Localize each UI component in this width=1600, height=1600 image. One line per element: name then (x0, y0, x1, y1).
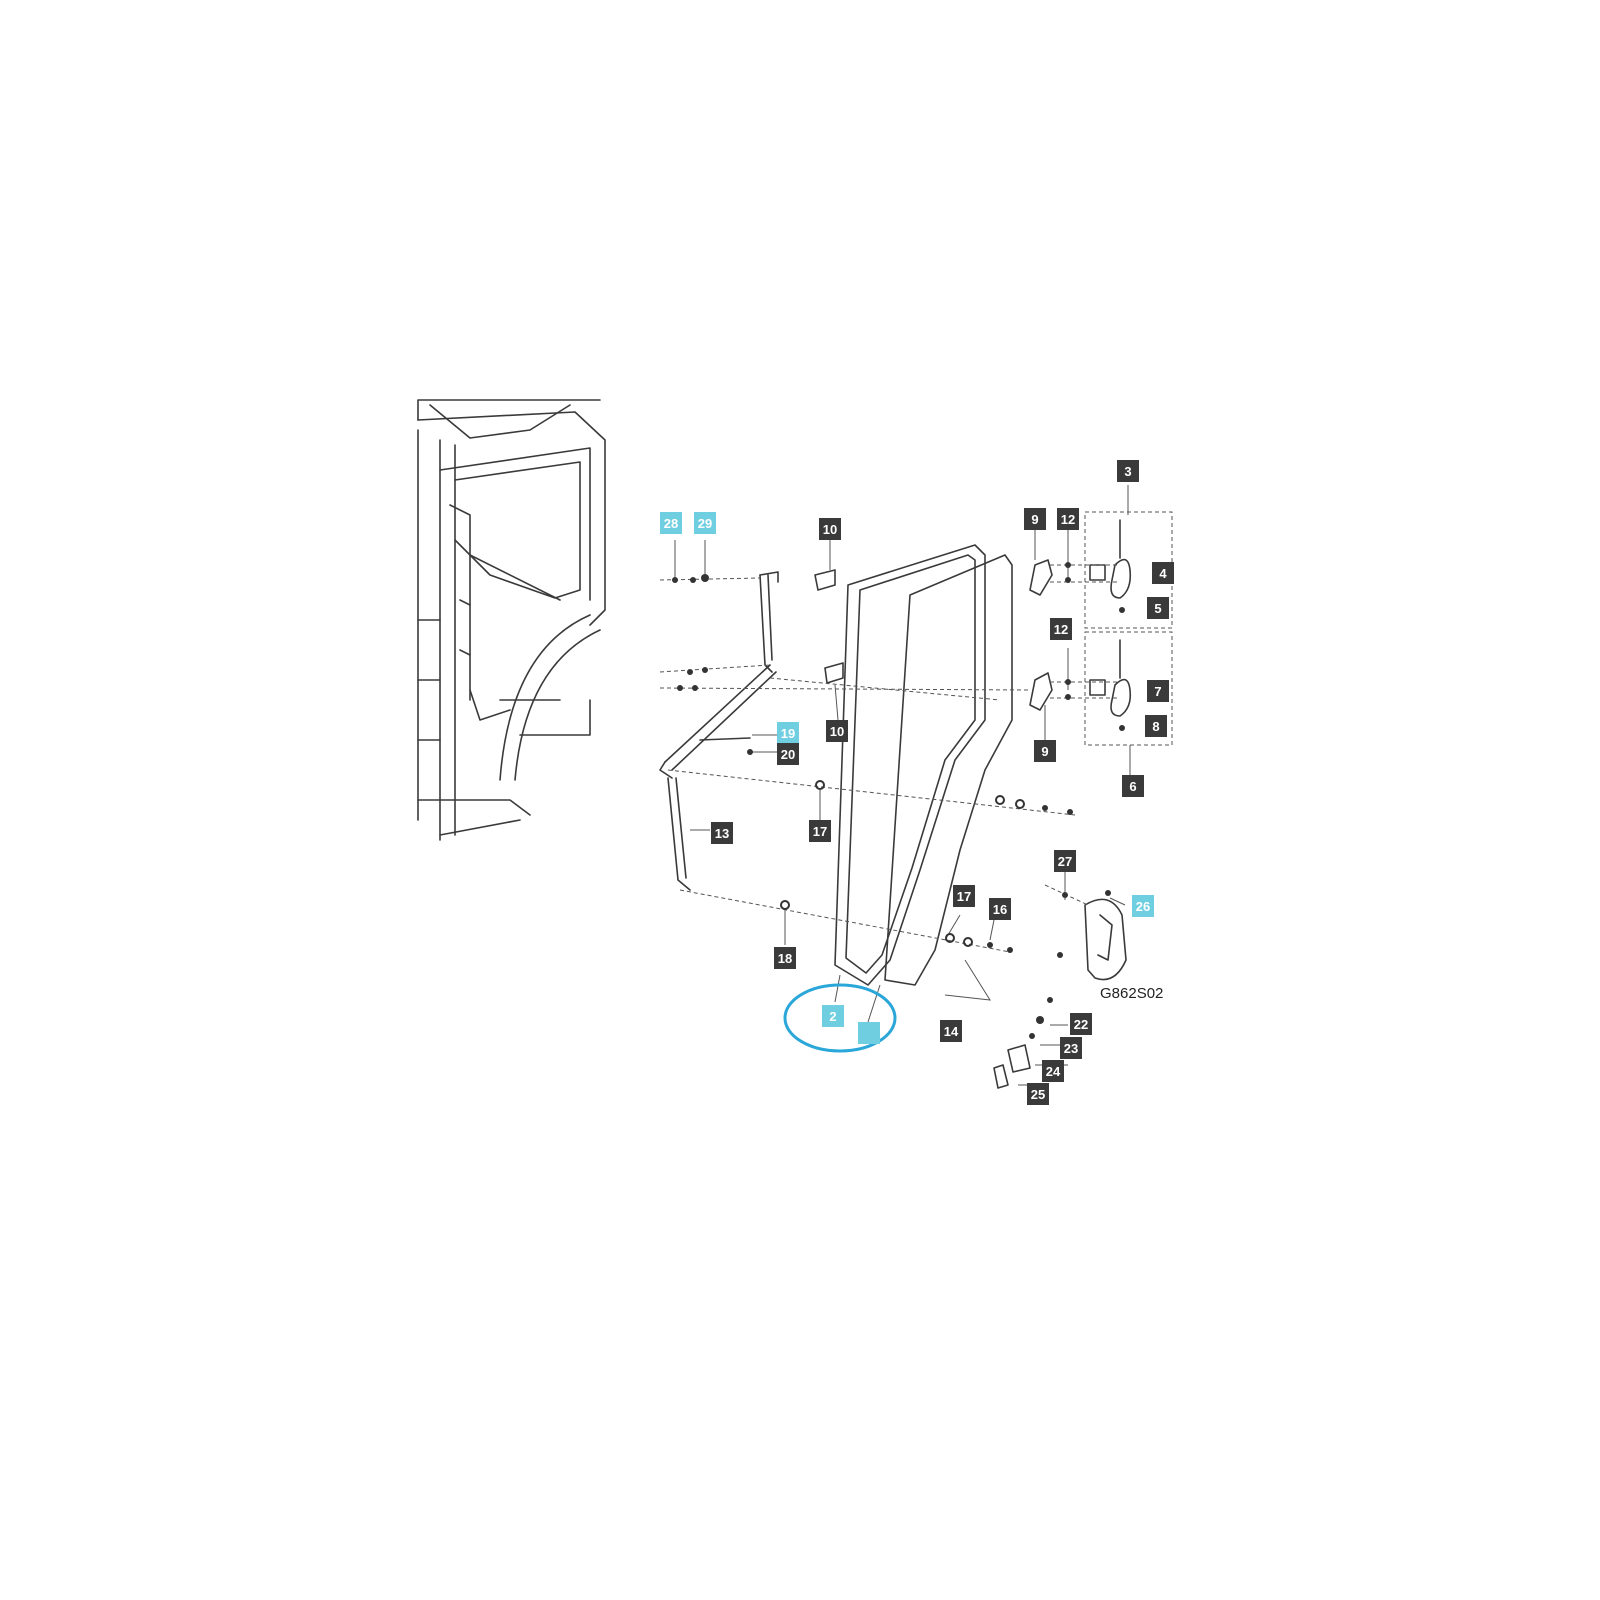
leader-lines (674, 485, 1131, 1086)
highlight-ring (783, 983, 897, 1053)
door-glass (834, 544, 1013, 986)
callout-18: 18 (774, 947, 796, 969)
callout-17-bottom: 17 (953, 885, 975, 907)
callout-22: 22 (1070, 1013, 1092, 1035)
callout-4: 4 (1152, 562, 1174, 584)
callout-17-middle: 17 (809, 820, 831, 842)
drawing-reference-code: G862S02 (1100, 985, 1164, 1002)
callout-9-bottom: 9 (1034, 740, 1056, 762)
callout-27: 27 (1054, 850, 1076, 872)
callout-14: 14 (940, 1020, 962, 1042)
plate-10-bottom (824, 662, 844, 684)
lock-plate-25 (993, 1064, 1009, 1089)
callout-20: 20 (777, 743, 799, 765)
callout-10-top: 10 (819, 518, 841, 540)
callout-28: 28 (660, 512, 682, 534)
callout-3: 3 (1117, 460, 1139, 482)
callout-12-top: 12 (1057, 508, 1079, 530)
lock-plate-24 (1007, 1044, 1031, 1073)
callout-8: 8 (1145, 715, 1167, 737)
fasteners (672, 562, 1125, 1039)
callout-1 (858, 1022, 880, 1044)
hinge-assembly-lower (1089, 639, 1132, 717)
callout-9-top: 9 (1024, 508, 1046, 530)
cab-frame (417, 399, 606, 841)
callout-7: 7 (1147, 680, 1169, 702)
explosion-lines (659, 511, 1173, 953)
callout-23: 23 (1060, 1037, 1082, 1059)
hinge-plate-9-top (1029, 559, 1053, 596)
callout-5: 5 (1147, 597, 1169, 619)
plate-10-top (814, 569, 836, 591)
callout-2: 2 (822, 1005, 844, 1027)
callout-13: 13 (711, 822, 733, 844)
callout-16: 16 (989, 898, 1011, 920)
door-latch (1084, 898, 1127, 981)
callout-26: 26 (1132, 895, 1154, 917)
door-rods (659, 571, 779, 891)
callout-24: 24 (1042, 1060, 1064, 1082)
callout-12-bottom: 12 (1050, 618, 1072, 640)
callout-25: 25 (1027, 1083, 1049, 1105)
hinge-assembly-upper (1089, 519, 1132, 599)
hinge-plate-9-bottom (1029, 672, 1053, 711)
callout-10-bottom: 10 (826, 720, 848, 742)
callout-19: 19 (777, 722, 799, 744)
callout-29: 29 (694, 512, 716, 534)
callout-6: 6 (1122, 775, 1144, 797)
